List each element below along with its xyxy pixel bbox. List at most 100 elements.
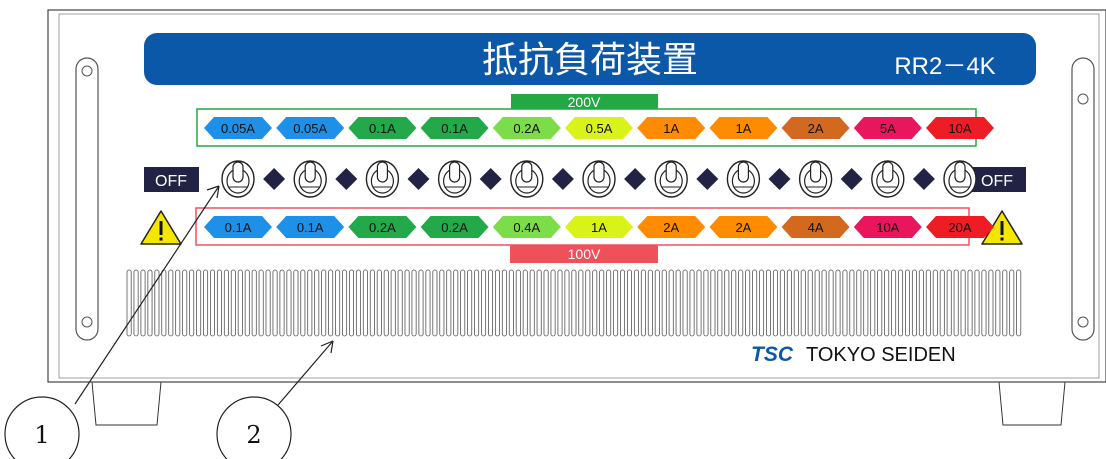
vent-slot <box>230 269 236 337</box>
toggle-switch-row <box>221 160 977 198</box>
toggle-switch[interactable] <box>654 160 688 198</box>
toggle-switch[interactable] <box>582 160 616 198</box>
vent-slot <box>272 269 278 337</box>
separator-diamond <box>335 168 358 190</box>
vent-slot <box>342 269 348 337</box>
vent-slot <box>460 269 466 337</box>
current-200v-chip-shape <box>565 117 633 139</box>
vent-slot <box>766 269 772 337</box>
brand-logo: TSC TOKYO SEIDEN <box>751 343 956 366</box>
brand-name: TOKYO SEIDEN <box>806 344 956 366</box>
toggle-switch[interactable] <box>437 160 472 198</box>
vent-slot <box>772 269 778 337</box>
current-100v-chip-label: 0.4A <box>513 220 540 235</box>
current-200v-chip-shape <box>637 117 706 139</box>
vent-slot <box>147 269 153 337</box>
toggle-switch[interactable] <box>365 160 400 198</box>
toggle-switch[interactable] <box>943 160 977 198</box>
vent-slot <box>550 269 556 337</box>
current-100v-chip: 2A <box>709 216 778 238</box>
vent-slot <box>154 269 160 337</box>
vent-slot <box>515 269 521 337</box>
separator-diamond <box>696 168 719 190</box>
vent-slot <box>884 269 890 337</box>
vent-slot <box>418 269 424 337</box>
current-100v-chip-label: 2A <box>663 220 679 235</box>
vent-slot <box>369 269 375 337</box>
toggle-switch[interactable] <box>293 160 327 198</box>
vent-slot <box>905 269 911 337</box>
current-100v-chip-shape <box>276 216 345 238</box>
vent-slot <box>1009 269 1015 337</box>
off-right-badge: OFF <box>969 167 1026 192</box>
brand-logo-mark: TSC <box>751 343 794 366</box>
separator-diamond <box>912 168 935 190</box>
vent-slot <box>703 269 709 337</box>
vent-slot <box>348 269 354 337</box>
current-200v-chip: 0.5A <box>565 117 633 139</box>
vent-slot <box>571 269 577 337</box>
vent-slot <box>536 269 542 337</box>
toggle-switch[interactable] <box>726 160 761 198</box>
vent-slot <box>453 269 459 337</box>
current-200v-chip-shape <box>276 117 345 139</box>
callout-2-leader <box>277 340 334 406</box>
current-100v-chip-label: 20A <box>948 220 971 235</box>
current-200v-chip: 0.05A <box>276 117 345 139</box>
current-200v-chip-shape <box>348 117 417 139</box>
current-200v-chip: 0.1A <box>420 117 489 139</box>
vent-slot <box>1016 269 1022 337</box>
toggle-switch[interactable] <box>510 160 544 198</box>
current-200v-chip-label: 0.5A <box>586 121 613 136</box>
vent-slot <box>793 269 799 337</box>
current-200v-chip-label: 1A <box>735 121 751 136</box>
current-200v-chip-shape <box>420 117 489 139</box>
vent-slot <box>286 269 292 337</box>
toggle-switch[interactable] <box>798 160 833 198</box>
vent-slot <box>467 269 473 337</box>
current-200v-chip-shape <box>781 117 850 139</box>
vent-slot <box>752 269 758 337</box>
vent-slot <box>745 269 751 337</box>
callout-2-number: 2 <box>246 421 261 449</box>
model-number: RR2－4K <box>894 53 995 80</box>
toggle-switch[interactable] <box>871 160 905 198</box>
vent-slot <box>474 269 480 337</box>
callout-1: 1 <box>4 396 80 459</box>
vent-slot <box>891 269 897 337</box>
toggle-switch[interactable] <box>221 160 255 198</box>
vent-slot <box>522 269 528 337</box>
vent-slot <box>383 269 389 337</box>
current-200v-chip-label: 0.1A <box>441 121 468 136</box>
vent-slot <box>487 269 493 337</box>
vent-slot <box>898 269 904 337</box>
chassis-inner <box>58 13 1100 379</box>
separator-diamond <box>551 168 574 190</box>
vent-slot <box>446 269 452 337</box>
off-right-label: OFF <box>981 173 1013 190</box>
current-200v-chip-shape <box>926 117 994 139</box>
current-100v-chip: 0.2A <box>420 216 489 238</box>
vent-slot <box>182 269 188 337</box>
vent-slot <box>175 269 181 337</box>
vent-slot <box>362 269 368 337</box>
left-handle <box>75 57 99 341</box>
vent-slot <box>828 269 834 337</box>
vent-slot <box>425 269 431 337</box>
vent-slot <box>133 269 139 337</box>
vent-slot <box>870 269 876 337</box>
vent-slot <box>585 269 591 337</box>
current-200v-chip-label: 10A <box>948 121 971 136</box>
current-200v-chip-label: 0.1A <box>369 121 396 136</box>
vent-slot <box>627 269 633 337</box>
vent-slot <box>675 269 681 337</box>
current-200v-chip: 1A <box>709 117 778 139</box>
callout-1-leader <box>74 185 220 405</box>
current-200v-chip-label: 1A <box>663 121 679 136</box>
vent-slot <box>244 269 250 337</box>
vent-slot <box>168 269 174 337</box>
vent-slot <box>216 269 222 337</box>
vent-slot <box>960 269 966 337</box>
vent-slot <box>967 269 973 337</box>
